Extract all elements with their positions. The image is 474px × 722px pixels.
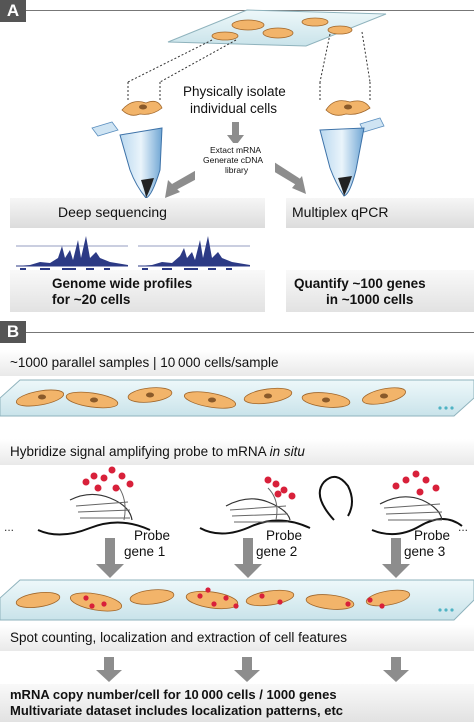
ellipsis-right: ... (458, 520, 469, 534)
genome-profiles-box (10, 270, 265, 312)
arrow-probe-2 (234, 538, 262, 578)
quantify-box (286, 270, 474, 312)
samples-label: ~1000 parallel samples | 10 000 cells/sa… (10, 355, 279, 370)
selection-dotted-lines (127, 31, 371, 100)
arrow-final-1 (96, 657, 122, 682)
result-line1: mRNA copy number/cell for 10 000 cells /… (10, 687, 337, 702)
extract-label-line2: Generate cDNA (203, 155, 263, 165)
genome-profiles-line1: Genome wide profiles (52, 276, 193, 291)
result-line2: Multivariate dataset includes localizati… (10, 703, 344, 718)
sequencing-trace-1 (16, 236, 128, 270)
isolated-cell-left (121, 100, 163, 116)
probe-1-line2: gene 1 (124, 544, 166, 559)
hybridize-band (0, 439, 474, 465)
probe-3-line2: gene 3 (404, 544, 446, 559)
panel-a-letter: A (0, 0, 26, 22)
tube-left-icon (91, 121, 163, 199)
arrow-probe-3 (382, 538, 410, 578)
probe-gene-2-illustration (199, 476, 311, 535)
isolated-cell-right (325, 100, 371, 116)
panel-b-letter: B (0, 321, 26, 343)
arrow-final-3 (383, 657, 409, 682)
isolate-label-line2: individual cells (190, 101, 278, 116)
probe-2-line2: gene 2 (256, 544, 298, 559)
arrow-final-2 (234, 657, 260, 682)
arrow-probe-1 (96, 538, 124, 578)
probe-2-line1: Probe (266, 528, 303, 543)
top-slide (167, 9, 387, 47)
quantify-line1: Quantify ~100 genes (294, 276, 426, 291)
ellipsis-left: ... (4, 520, 15, 534)
panel-b-rule (26, 332, 474, 333)
samples-band (0, 350, 474, 376)
tube-right-icon (319, 117, 385, 197)
hybridize-label: Hybridize signal amplifying probe to mRN… (10, 444, 305, 459)
probe-3-line1: Probe (414, 528, 451, 543)
arrow-down-extract (227, 122, 244, 146)
extract-label-line1: Extact mRNA (210, 145, 262, 155)
slide-strip-1 (0, 379, 474, 417)
qpcr-label: Multiplex qPCR (292, 204, 389, 220)
isolate-label-line1: Physically isolate (183, 84, 286, 99)
probe-gene-1-illustration (37, 466, 151, 536)
extract-label-line3: library (225, 165, 249, 175)
qpcr-header (286, 198, 474, 228)
genome-profiles-line2: for ~20 cells (52, 292, 131, 307)
spot-counting-band (0, 625, 474, 651)
result-band (0, 684, 474, 722)
arrow-right-qpcr (268, 162, 306, 194)
slide-strip-2 (0, 579, 474, 621)
hybridize-label-italic: in situ (269, 444, 305, 459)
spot-counting-label: Spot counting, localization and extracti… (10, 630, 347, 645)
extract-label-box (195, 143, 275, 181)
probe-gene-3-illustration (318, 470, 463, 536)
probe-1-line1: Probe (134, 528, 171, 543)
deep-sequencing-header (10, 198, 265, 228)
quantify-line2: in ~1000 cells (326, 292, 414, 307)
deep-sequencing-label: Deep sequencing (58, 204, 167, 220)
sequencing-trace-2 (138, 236, 250, 270)
hybridize-label-text: Hybridize signal amplifying probe to mRN… (10, 444, 270, 459)
